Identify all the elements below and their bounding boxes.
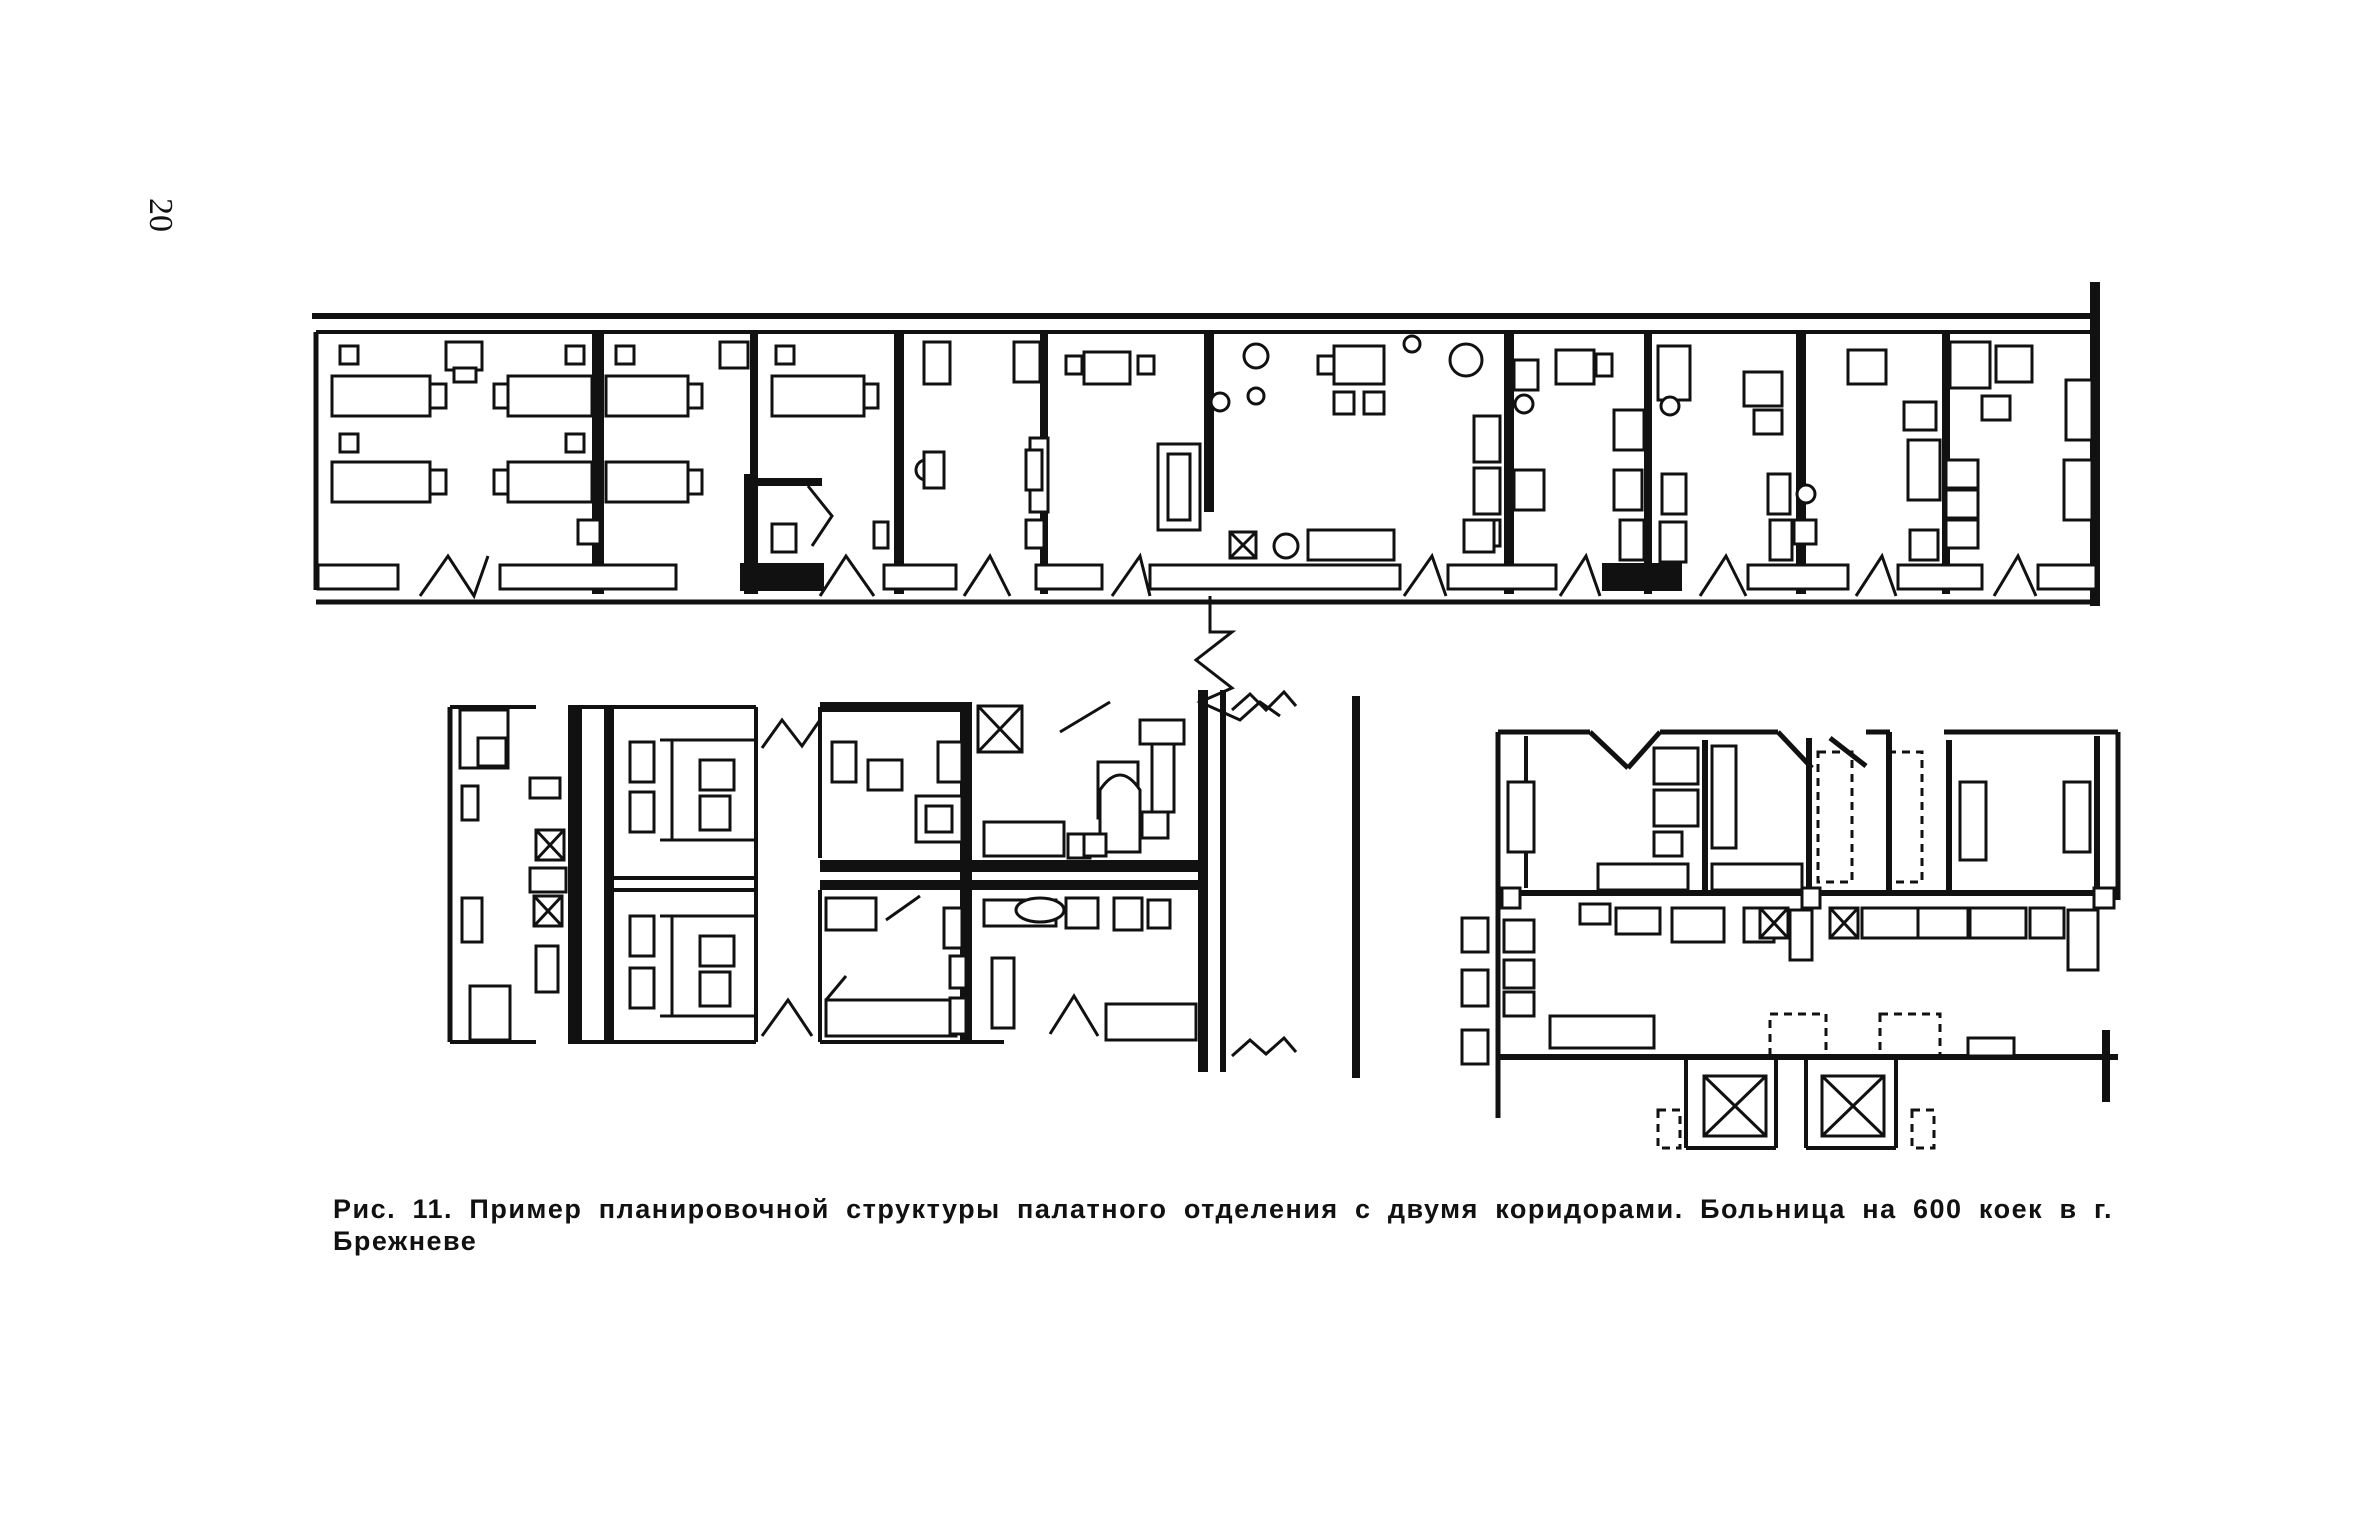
elevator-shafts	[1656, 1060, 1936, 1150]
ward-fixtures	[914, 334, 1817, 560]
ward-door-swings	[418, 552, 2038, 600]
ward-beds	[330, 374, 880, 504]
corridor-wall-blocks	[316, 563, 2098, 591]
wing-connector	[1193, 596, 1281, 722]
ward-furniture	[338, 340, 2094, 522]
elevator-staff-block	[1460, 729, 2121, 1150]
ward-wing-plan	[312, 282, 2100, 722]
sanitary-unit-plan	[447, 689, 1360, 1078]
ward-cabinets	[576, 414, 1980, 564]
ward-wc-block	[744, 474, 834, 594]
figure-caption: Рис. 11. Пример планировочной структуры …	[333, 1194, 2113, 1256]
